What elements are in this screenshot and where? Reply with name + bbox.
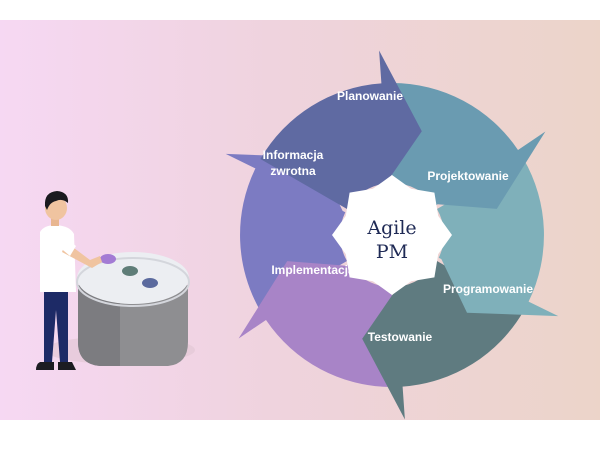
stage-labels: Planowanie Projektowanie Programowanie T… — [263, 89, 534, 344]
agile-illustration: Agile PM Planowanie Projektowanie Progra… — [36, 50, 559, 420]
cycle-segment-implementacja — [238, 261, 392, 387]
center-cog: Agile PM — [332, 175, 452, 295]
center-cog-shape — [332, 175, 452, 295]
cycle-segment-planowanie — [260, 50, 422, 209]
stage-label-informacja-line-2: zwrotna — [270, 164, 316, 178]
center-title-line-2: PM — [376, 241, 408, 263]
panel-button-green — [122, 266, 138, 276]
agile-scene: Agile PM Planowanie Projektowanie Progra… — [0, 20, 600, 420]
panel-button-purple — [100, 254, 116, 264]
stage-label-planowanie: Planowanie — [337, 89, 403, 103]
agile-cycle-diagram — [225, 50, 559, 420]
stage-label-informacja-line-1: Informacja — [263, 148, 324, 162]
panel-button-blue — [142, 278, 158, 288]
stage-label-projektowanie: Projektowanie — [427, 169, 509, 183]
person-figure — [36, 191, 102, 370]
cycle-segment-projektowanie — [392, 83, 546, 209]
stage-label-programowanie: Programowanie — [443, 282, 533, 296]
person-at-console-illustration — [36, 191, 195, 370]
control-pedestal — [76, 252, 190, 366]
stage-label-implementacja: Implementacja — [271, 263, 355, 277]
stage-label-testowanie: Testowanie — [368, 330, 433, 344]
center-title-line-1: Agile — [366, 217, 416, 239]
